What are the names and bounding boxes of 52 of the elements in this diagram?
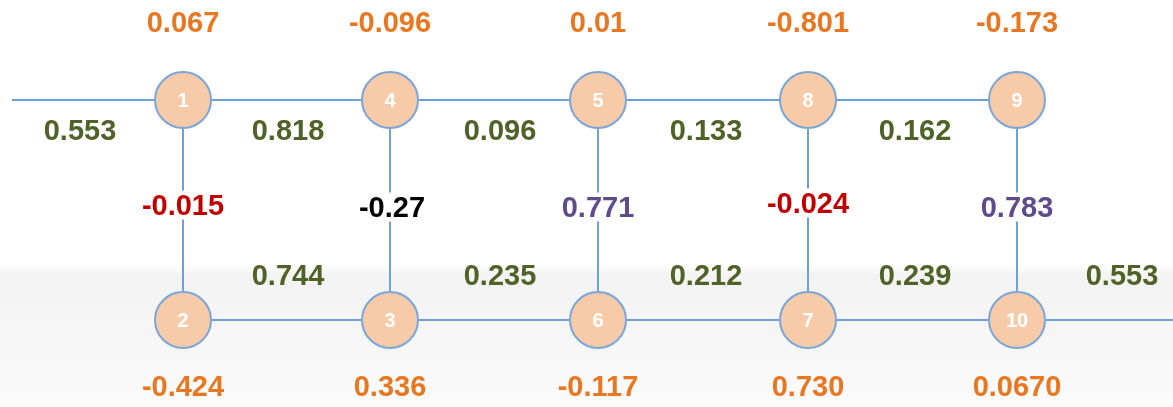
node-value: 0.336	[353, 372, 427, 401]
edge-label: 0.133	[668, 115, 744, 145]
node-circle	[988, 71, 1046, 129]
node-number: 10	[1005, 310, 1029, 330]
edge-label: 0.553	[1084, 260, 1160, 290]
node-number: 4	[384, 90, 396, 110]
connector-line	[1045, 319, 1173, 321]
node-number: 7	[802, 310, 814, 330]
node-value: -0.424	[141, 372, 225, 401]
edge-label: 0.212	[668, 260, 744, 290]
node-circle	[361, 71, 419, 129]
node-value: 0.730	[771, 372, 845, 401]
node-value: 0.067	[146, 8, 220, 37]
node-number: 3	[384, 310, 396, 330]
node-circle	[154, 71, 212, 129]
node-number: 1	[177, 90, 189, 110]
connector-line	[626, 99, 780, 101]
node-value: 0.0670	[972, 372, 1062, 401]
connector-line	[211, 319, 362, 321]
node-number: 6	[592, 310, 604, 330]
node-circle	[779, 71, 837, 129]
connector-line	[418, 319, 570, 321]
edge-label: 0.744	[250, 260, 326, 290]
edge-label: 0.239	[877, 260, 953, 290]
edge-label: 0.553	[42, 115, 118, 145]
edge-label: 0.096	[462, 115, 538, 145]
edge-label: 0.818	[250, 115, 326, 145]
node-value: -0.117	[557, 372, 639, 401]
node-number: 9	[1011, 90, 1023, 110]
edge-label: 0.783	[978, 192, 1056, 222]
node-number: 8	[802, 90, 814, 110]
node-circle	[154, 291, 212, 349]
edge-label: 0.771	[559, 192, 637, 222]
node-circle	[569, 71, 627, 129]
node-value: -0.173	[975, 8, 1059, 37]
node-value: 0.01	[569, 8, 627, 37]
node-value: -0.096	[348, 8, 432, 37]
connector-line	[626, 319, 780, 321]
node-circle	[988, 291, 1046, 349]
node-number: 2	[177, 310, 189, 330]
connector-line	[11, 99, 155, 101]
node-number: 5	[592, 90, 604, 110]
node-circle	[569, 291, 627, 349]
node-circle	[361, 291, 419, 349]
connector-line	[836, 99, 989, 101]
edge-label: 0.162	[877, 115, 953, 145]
connector-line	[418, 99, 570, 101]
node-value: -0.801	[766, 8, 850, 37]
connector-line	[836, 319, 989, 321]
connector-line	[211, 99, 362, 101]
edge-label: 0.235	[462, 260, 538, 290]
node-circle	[779, 291, 837, 349]
